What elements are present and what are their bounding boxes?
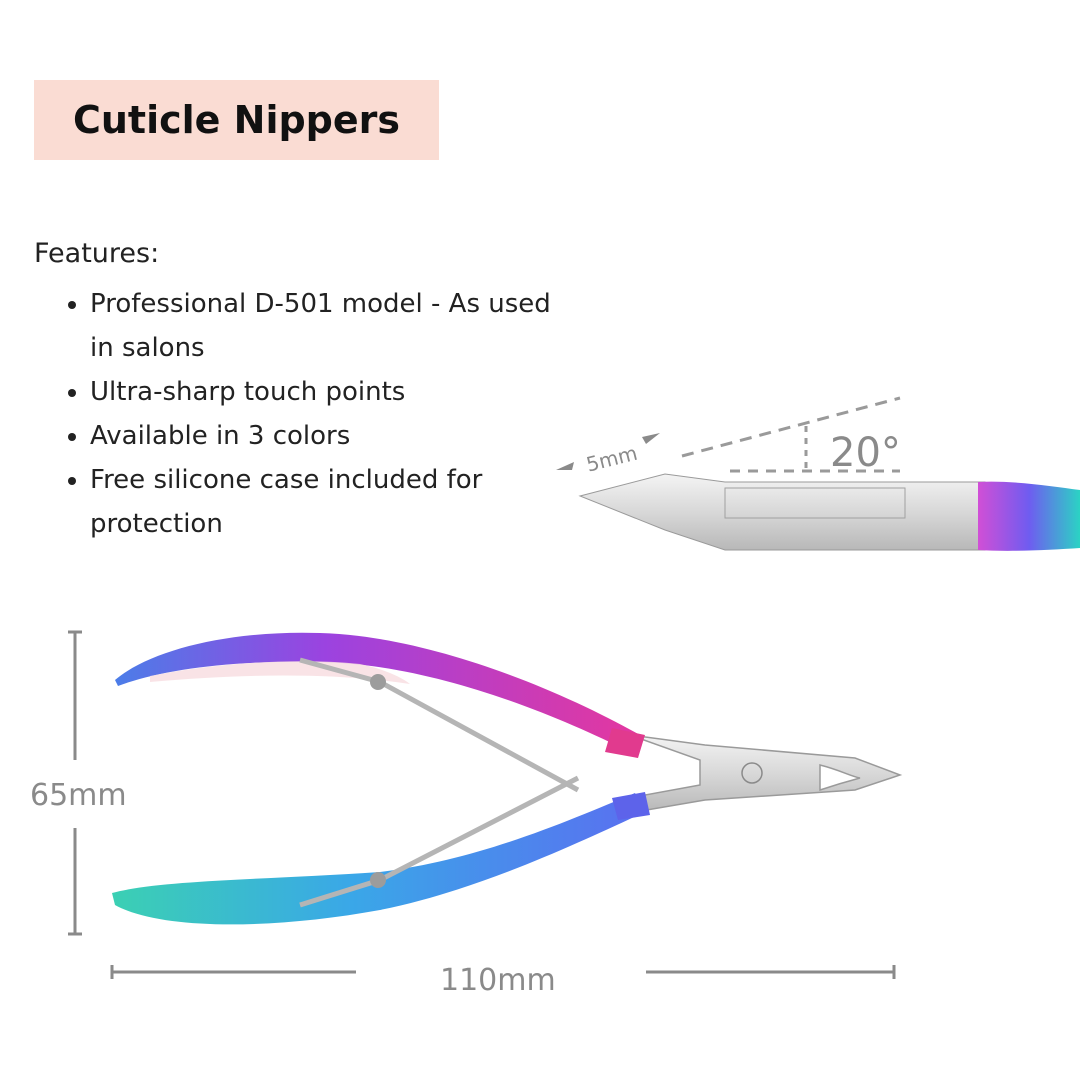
tip-length-label: 5mm xyxy=(584,441,640,477)
tip-blade-highlight xyxy=(724,487,906,519)
nipper-head xyxy=(629,734,903,814)
nipper-illustration xyxy=(112,632,903,925)
tip-length-arrow-right xyxy=(642,433,660,444)
feature-item: Available in 3 colors xyxy=(90,414,560,458)
handle-top-inner xyxy=(150,661,410,684)
feature-item: Ultra-sharp touch points xyxy=(90,370,560,414)
feature-item: Free silicone case included for protecti… xyxy=(90,458,560,546)
dimension-height: 65mm xyxy=(30,630,127,936)
features-heading: Features: xyxy=(34,238,160,269)
feature-item: Professional D-501 model - As used in sa… xyxy=(90,282,560,370)
title-banner: Cuticle Nippers xyxy=(34,80,439,160)
handle-top xyxy=(115,632,640,752)
logo-mark xyxy=(741,762,763,784)
angle-line-slope xyxy=(681,396,901,458)
tip-handle xyxy=(978,481,1080,551)
handle-bottom xyxy=(112,793,645,925)
nipper-jaw-cut xyxy=(819,764,861,792)
handle-top-collar xyxy=(605,728,645,758)
handle-bottom-collar xyxy=(612,792,650,820)
page-title: Cuticle Nippers xyxy=(72,98,401,142)
spring-rivet-bottom xyxy=(370,872,386,888)
length-label: 110mm xyxy=(440,963,556,998)
tip-closeup: 20° 5mm xyxy=(556,396,1080,551)
spring-rivet-top xyxy=(370,674,386,690)
tip-blade xyxy=(578,473,986,551)
tip-length-arrow-left xyxy=(556,462,574,470)
dimension-length: 110mm xyxy=(110,963,896,998)
height-label: 65mm xyxy=(30,778,127,813)
spring-top xyxy=(299,657,580,793)
features-list: Professional D-501 model - As used in sa… xyxy=(60,282,560,546)
angle-label: 20° xyxy=(830,430,901,476)
